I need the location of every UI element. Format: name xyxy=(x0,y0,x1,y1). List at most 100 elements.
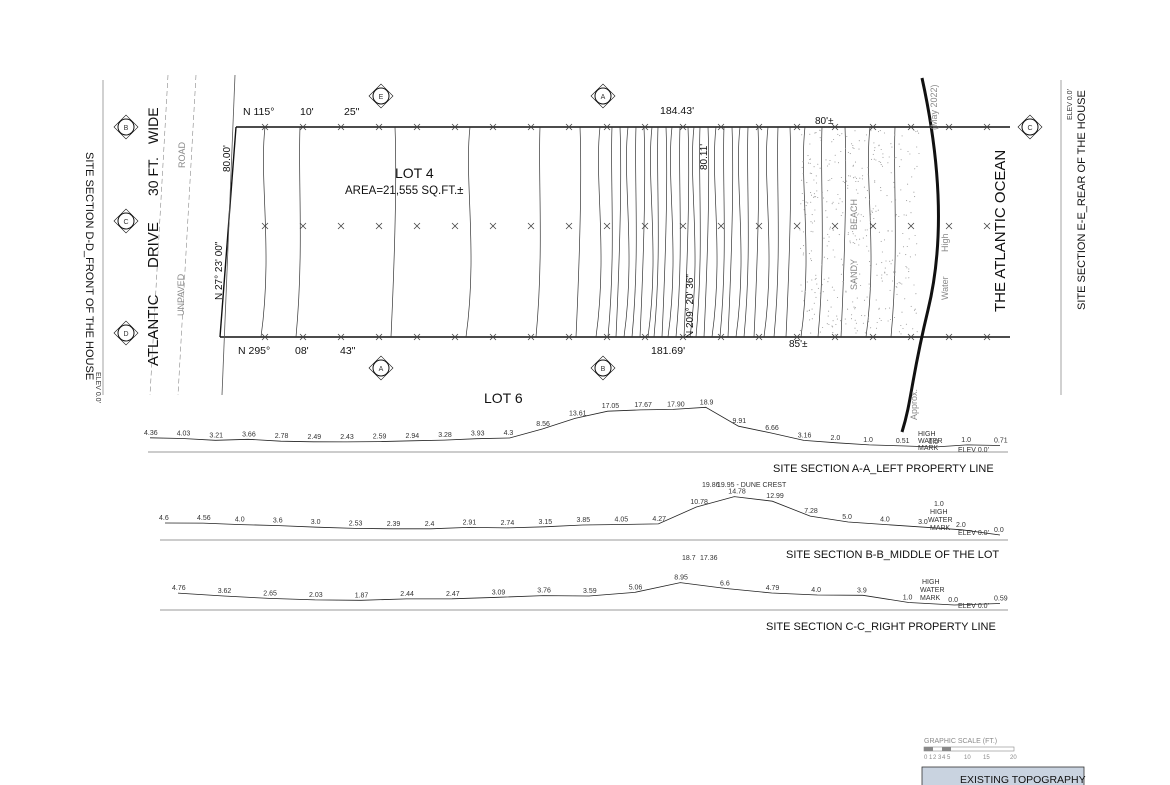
stipple-dot xyxy=(827,233,829,235)
section-elevation-label: 4.6 xyxy=(159,515,169,522)
stipple-dot xyxy=(815,274,817,276)
stipple-dot xyxy=(880,164,882,166)
stipple-dot xyxy=(828,323,830,326)
stipple-dot xyxy=(842,180,844,182)
stipple-dot xyxy=(815,175,817,177)
stipple-dot xyxy=(898,281,900,283)
stipple-dot xyxy=(892,280,894,282)
contour-line xyxy=(800,126,807,338)
stipple-dot xyxy=(902,232,904,235)
spot-elevation-mark xyxy=(337,222,345,230)
stipple-dot xyxy=(872,208,874,210)
section-elevation-label: 4.3 xyxy=(504,430,514,437)
stipple-dot xyxy=(810,201,812,203)
section-b-hwm-2: HIGH xyxy=(930,509,948,516)
section-elevation-label: 2.53 xyxy=(349,520,363,527)
section-elevation-label: 1.0 xyxy=(863,437,873,444)
bearing-bottom-seconds: 43" xyxy=(340,345,356,357)
stipple-dot xyxy=(860,214,862,216)
section-elevation-label: 3.85 xyxy=(577,517,591,524)
stipple-dot xyxy=(823,237,825,239)
approx-label: Approx. xyxy=(909,389,919,420)
stipple-dot xyxy=(897,255,899,257)
stipple-dot xyxy=(827,258,829,260)
stipple-dot xyxy=(816,283,818,285)
section-elevation-label: 13.61 xyxy=(569,410,587,417)
stipple-dot xyxy=(900,333,902,335)
contour-line xyxy=(615,126,622,338)
section-elevation-label: 2.39 xyxy=(387,521,401,528)
stipple-dot xyxy=(839,198,841,200)
stipple-dot xyxy=(864,229,866,231)
stipple-dot xyxy=(876,274,878,276)
stipple-dot xyxy=(880,187,882,189)
section-elevation-label: 17.67 xyxy=(634,402,652,409)
sandy-beach-stipple xyxy=(799,129,920,336)
stipple-dot xyxy=(873,158,875,160)
stipple-dot xyxy=(912,328,914,330)
contour-line xyxy=(753,126,760,338)
stipple-dot xyxy=(828,236,830,238)
stipple-dot xyxy=(859,273,861,275)
section-elevation-label: 2.44 xyxy=(400,591,414,598)
section-marker-b-bottom: B xyxy=(590,355,616,381)
stipple-dot xyxy=(854,319,856,321)
stipple-dot xyxy=(813,166,815,168)
contour-line xyxy=(711,126,718,338)
stipple-dot xyxy=(847,151,849,153)
stipple-dot xyxy=(806,182,808,184)
stipple-dot xyxy=(832,332,834,334)
spot-elevation-mark xyxy=(983,333,991,341)
stipple-dot xyxy=(884,272,886,274)
contour-line xyxy=(607,126,613,338)
stipple-dot xyxy=(876,321,878,324)
stipple-dot xyxy=(810,260,813,262)
stipple-dot xyxy=(852,165,854,167)
stipple-dot xyxy=(831,325,833,327)
stipple-dot xyxy=(880,190,882,192)
section-elevation-label: 2.47 xyxy=(446,591,460,598)
stipple-dot xyxy=(889,289,891,291)
section-elevation-label: 4.0 xyxy=(811,587,821,594)
spot-elevation-mark xyxy=(717,333,725,341)
road-label: ROAD xyxy=(177,141,187,168)
spot-elevation-mark xyxy=(527,333,535,341)
stipple-dot xyxy=(896,293,898,295)
stipple-dot xyxy=(850,318,853,320)
stipple-dot xyxy=(875,159,877,161)
spot-elevation-mark xyxy=(603,123,611,131)
spot-elevation-mark xyxy=(641,222,649,230)
section-elevation-label: 1.0 xyxy=(961,437,971,444)
spot-elevation-mark xyxy=(261,333,269,341)
stipple-dot xyxy=(866,296,868,298)
stipple-dot xyxy=(816,190,818,192)
stipple-dot xyxy=(835,208,837,210)
stipple-dot xyxy=(833,138,835,141)
stipple-dot xyxy=(888,156,890,158)
stipple-dot xyxy=(802,161,804,163)
stipple-dot xyxy=(855,219,857,221)
stipple-dot xyxy=(896,286,898,288)
svg-text:E: E xyxy=(379,94,384,101)
high-label: High xyxy=(940,233,950,252)
section-elevation-label: 1.0 xyxy=(903,595,913,602)
section-elevation-label: 2.4 xyxy=(425,521,435,528)
stipple-dot xyxy=(896,283,898,285)
section-elevation-label: 3.15 xyxy=(539,519,553,526)
stipple-dot xyxy=(821,284,823,286)
unpaved-road-edge xyxy=(177,74,197,396)
bearing-top-degrees: N 115° xyxy=(243,106,274,118)
section-elevation-label: 2.03 xyxy=(309,592,323,599)
section-elevation-label: 2.43 xyxy=(340,434,354,441)
beach-label: BEACH xyxy=(849,199,859,230)
stipple-dot xyxy=(823,256,825,258)
road-name-drive: DRIVE xyxy=(145,222,162,268)
stipple-dot xyxy=(879,130,881,132)
spot-elevation-mark xyxy=(603,333,611,341)
stipple-dot xyxy=(839,135,841,137)
stipple-dot xyxy=(913,309,916,311)
stipple-dot xyxy=(830,306,832,308)
stipple-dot xyxy=(870,158,873,160)
